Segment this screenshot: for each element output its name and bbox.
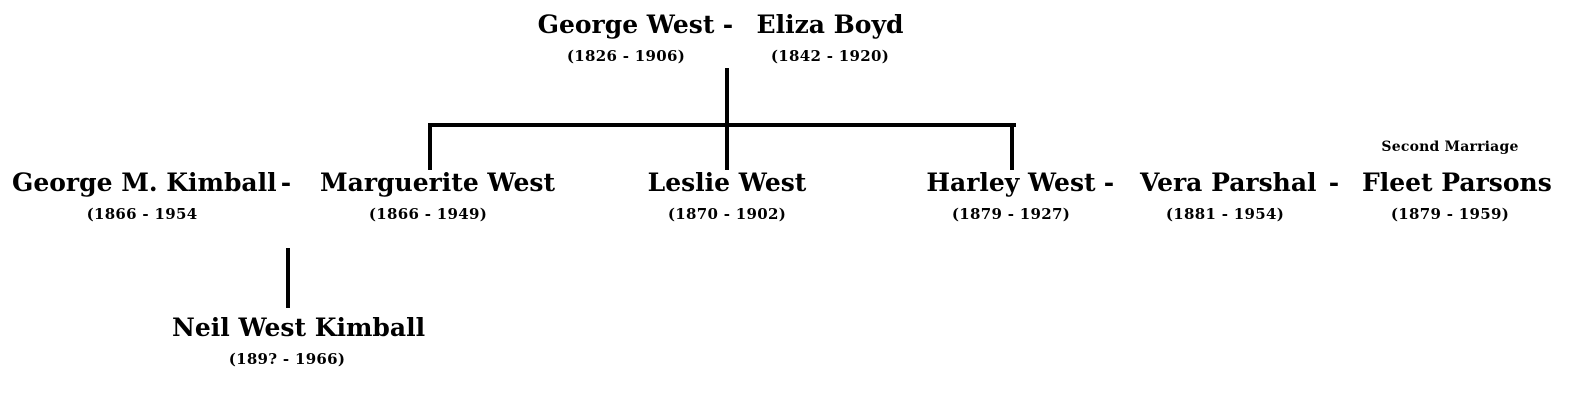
person-dates: (1842 - 1920) — [770, 47, 890, 65]
person-name: Marguerite West — [320, 168, 555, 197]
person-name: George West — [537, 10, 715, 39]
person-george-west: George West (1826 - 1906) — [528, 12, 724, 64]
person-dates: (1881 - 1954) — [1165, 205, 1285, 223]
person-dates: (1879 - 1959) — [1390, 205, 1510, 223]
person-dates: (1866 - 1954 — [86, 205, 198, 223]
marriage-separator-1: - — [722, 10, 734, 39]
connector-horizontal-siblings — [428, 123, 1016, 127]
person-george-m-kimball: George M. Kimball (1866 - 1954 — [12, 168, 277, 223]
marriage-separator-3: - — [1103, 168, 1115, 197]
person-dates: (1879 - 1927) — [951, 205, 1071, 223]
marriage-separator-2: - — [280, 168, 292, 197]
person-name: George M. Kimball — [12, 168, 277, 197]
person-dates: (1826 - 1906) — [566, 47, 686, 65]
connector-vertical-right — [1010, 123, 1014, 170]
connector-vertical-left — [428, 123, 432, 170]
person-marguerite-west: Marguerite West (1866 - 1949) — [320, 168, 555, 223]
person-name: Leslie West — [647, 168, 807, 197]
person-dates: (189? - 1966) — [228, 350, 346, 368]
person-name: Eliza Boyd — [756, 10, 904, 39]
person-dates: (1866 - 1949) — [368, 205, 488, 223]
person-name: Harley West — [926, 168, 1096, 197]
person-name: Fleet Parsons — [1362, 168, 1552, 197]
person-name: Vera Parshal — [1140, 168, 1317, 197]
person-leslie-west: Leslie West (1870 - 1902) — [646, 170, 808, 222]
person-vera-parshal: Vera Parshal (1881 - 1954) — [1140, 168, 1317, 223]
person-eliza-boyd: Eliza Boyd (1842 - 1920) — [740, 12, 920, 64]
person-name: Neil West Kimball — [172, 313, 426, 342]
connector-vertical-child — [286, 248, 290, 308]
person-fleet-parsons: Fleet Parsons (1879 - 1959) — [1362, 168, 1552, 223]
connector-vertical-center — [725, 68, 729, 170]
person-neil-west-kimball: Neil West Kimball (189? - 1966) — [172, 313, 426, 368]
person-harley-west: Harley West (1879 - 1927) — [925, 170, 1097, 222]
person-dates: (1870 - 1902) — [667, 205, 787, 223]
marriage-separator-4: - — [1328, 168, 1340, 197]
second-marriage-label: Second Marriage — [1381, 139, 1519, 155]
